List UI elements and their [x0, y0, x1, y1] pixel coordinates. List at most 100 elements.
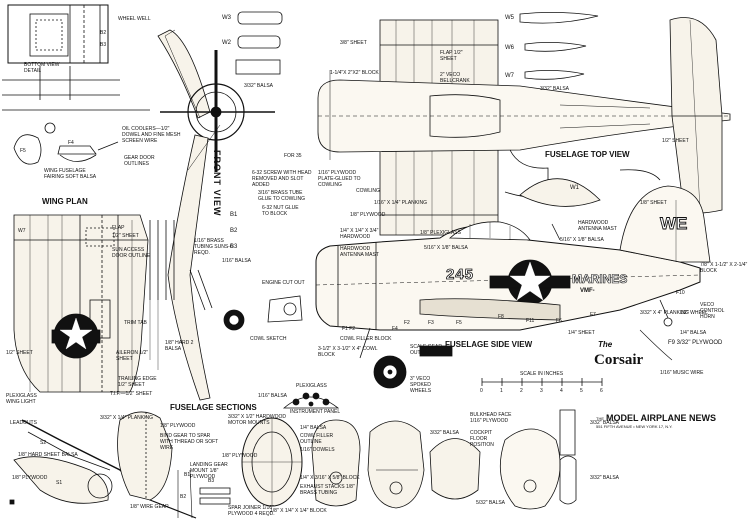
scale-tick: 0 — [480, 388, 483, 394]
note: LEADOUTS — [10, 420, 37, 426]
note: FLAP 1/2" SHEET — [440, 50, 463, 62]
note: TRAILING EDGE 1/2" SHEET — [118, 376, 157, 388]
note: F5 — [20, 148, 26, 154]
note: FLAP — [112, 225, 125, 231]
note: 5/16" X 1/8" BALSA — [560, 237, 604, 243]
note: 1/8" PLYWOOD — [350, 212, 386, 218]
note: 6-32 SCREW WITH HEAD REMOVED AND SLOT AD… — [252, 170, 312, 188]
note: 3/32" BALSA — [590, 475, 620, 481]
note: B2 — [100, 30, 107, 36]
note: F1 F2 — [342, 326, 356, 332]
plane-title-the: The — [598, 340, 613, 349]
note: 1/16" MUSIC WIRE — [660, 370, 704, 376]
note: F4 — [392, 326, 398, 332]
note: W7 — [18, 228, 26, 234]
cowl-sketch-title: COWL SKETCH — [250, 336, 287, 342]
note: 1/8" WIRE GEAR — [130, 504, 169, 510]
rib-label: W5 — [505, 15, 514, 21]
note: 1/8" PLEXIGLASS — [420, 230, 461, 236]
note: 2" VECO BELLCRANK — [440, 72, 470, 84]
fuselage-top-view-title: FUSELAGE TOP VIEW — [545, 150, 630, 159]
scale-tick: 5 — [580, 388, 583, 394]
note: 1/16" DOWELS — [300, 447, 335, 453]
tail-code: WE — [660, 214, 688, 234]
note: 3/8" SHEET — [340, 40, 367, 46]
note: 1/4" SHEET — [568, 330, 595, 336]
squadron-text: VMF- — [580, 288, 595, 294]
rib-label: B1 — [230, 212, 238, 218]
note: 1/16" PLYWOOD PLATE-GLUED TO COWLING — [318, 170, 361, 188]
note: SUN ACCESS DOOR OUTLINE — [112, 247, 151, 259]
scale-tick: 6 — [600, 388, 603, 394]
note: WHEEL WELL — [118, 16, 151, 22]
fuselage-sections-title: FUSELAGE SECTIONS — [170, 403, 257, 412]
fuselage-sections — [13, 409, 577, 519]
note: F10 — [676, 290, 685, 296]
publisher-name: MODEL AIRPLANE NEWS — [606, 413, 717, 423]
rib-label: W3 — [222, 15, 231, 21]
note: 6-32 NUT GLUE TO BLOCK — [262, 205, 299, 217]
rib-label: B3 — [230, 244, 238, 250]
scale-tick: 1 — [500, 388, 503, 394]
bottom-view-title: BOTTOM VIEW DETAIL — [24, 62, 60, 74]
note: 5/16" X 1/8" BALSA — [424, 245, 468, 251]
bottom-view-detail — [2, 4, 150, 111]
note: B3 — [208, 478, 215, 484]
fuselage-side-view-title: FUSELAGE SIDE VIEW — [445, 340, 533, 349]
scale-tick: 4 — [560, 388, 563, 394]
scale-label: SCALE IN INCHES — [520, 371, 564, 377]
wing-plan-title: WING PLAN — [42, 197, 88, 206]
note: 3/32" X 4" PLANKING — [640, 310, 689, 316]
note: OIL COOLERS—1/2" DOWEL AND FINE MESH SCR… — [122, 126, 181, 144]
note: 3/32" BALSA — [590, 420, 620, 426]
note: PLEXIGLASS — [296, 383, 327, 389]
note: PLEXIGLASS WING LIGHT — [6, 393, 37, 405]
note: B1 — [184, 472, 191, 478]
note: BULKHEAD FACE 1/16" PLYWOOD — [470, 412, 512, 424]
note: 1/4" BALSA — [300, 425, 327, 431]
note: 3/32" BALSA — [430, 430, 460, 436]
cowl-sketch — [223, 295, 303, 331]
note: 1/2" SHEET — [662, 138, 689, 144]
note: 7/8" X 1-1/2" X 2-1/4" BLOCK — [700, 262, 748, 274]
note: 3/32" BALSA — [540, 86, 570, 92]
note: F7 — [590, 312, 596, 318]
note: 1/2" SHEET — [112, 233, 139, 239]
note: 3/16" BRASS TUBE GLUE TO COWLING — [258, 190, 306, 202]
plane-title: Corsair — [594, 352, 644, 368]
note: B2 — [180, 494, 187, 500]
note: 3-1/2" X 3-1/2" X 4" COWL BLOCK — [318, 346, 378, 358]
note: F11 — [526, 318, 535, 324]
note: 1/16" BALSA — [222, 258, 252, 264]
wing-plan — [13, 214, 175, 393]
note: COWL FILLER BLOCK — [340, 336, 392, 342]
note: F8 — [498, 314, 504, 320]
note: 5/32" BALSA — [476, 500, 506, 506]
note: 1-1/4"X 2"X2" BLOCK — [330, 70, 379, 76]
note: HARDWOOD ANTENNA MAST — [578, 220, 617, 232]
note: 1/4" BALSA — [680, 330, 707, 336]
fuselage-top-view — [317, 12, 731, 236]
instrument-panel — [282, 392, 340, 409]
note: 3/32" X 1/2" HARDWOOD MOTOR MOUNTS — [228, 414, 287, 426]
note: VECO CONTROL HORN — [700, 302, 725, 320]
note: LANDING GEAR MOUNT 1/8" PLYWOOD — [190, 462, 228, 480]
note: AILERON 1/2" SHEET — [116, 350, 149, 362]
note: SPAR JOINER 1/16" PLYWOOD 4 REQD. — [228, 505, 275, 517]
note: SCALE GEAR OUTLINE — [410, 344, 442, 356]
note: 1/16" X 1/4" PLANKING — [374, 200, 428, 206]
note: F5 — [456, 320, 462, 326]
instrument-panel-title: INSTRUMENT PANEL — [290, 409, 341, 415]
note: ENGINE CUT OUT — [262, 280, 305, 286]
note: COWLING — [356, 188, 380, 194]
note: GEAR DOOR OUTLINES — [124, 155, 155, 167]
note: 1/2" WHEEL — [680, 310, 708, 316]
rib-label: W2 — [222, 40, 231, 46]
front-view-title: FRONT VIEW — [212, 150, 222, 217]
note: COCKPIT FLOOR POSITION — [470, 430, 494, 448]
note: T.I.F.—1/2" SHEET — [110, 391, 153, 397]
note: COWL FILLER OUTLINE — [300, 433, 334, 445]
rib-label: W7 — [505, 73, 514, 79]
note: 1/8" PLYWOOD — [12, 475, 48, 481]
publisher-address: 551 FIFTH AVENUE • NEW YORK 17, N.Y. — [596, 424, 673, 429]
